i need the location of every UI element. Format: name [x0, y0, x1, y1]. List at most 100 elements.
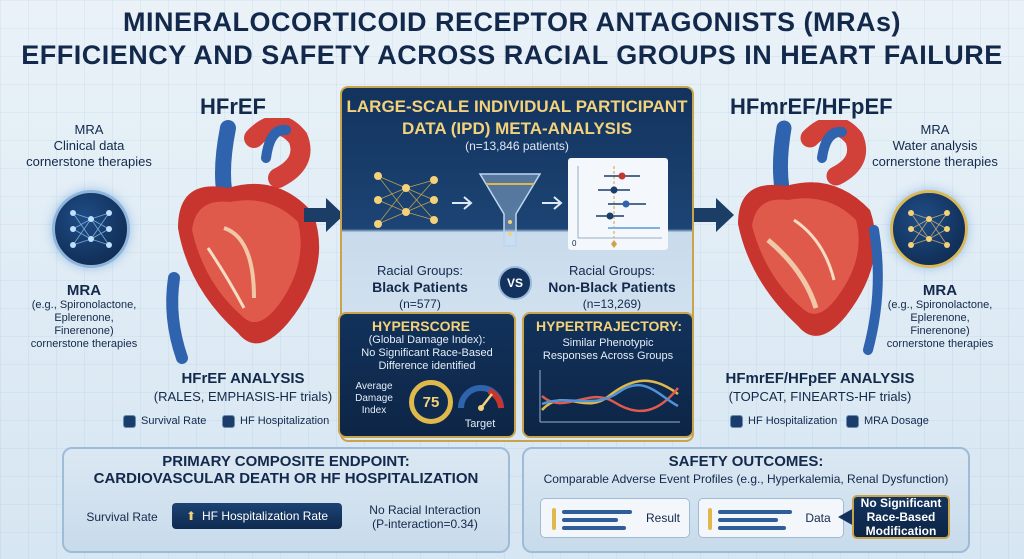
data-bar-1 [718, 510, 792, 514]
interaction-line-1: No Racial Interaction [369, 503, 481, 517]
hyperscore-subtitle: (Global Damage Index): [368, 334, 486, 346]
black-patients-group: Racial Groups: Black Patients (n=577) [352, 262, 488, 313]
forest-axis-zero: 0 [572, 239, 577, 248]
right-heart-illustration [738, 120, 883, 355]
left-heart-illustration [166, 118, 320, 364]
result-bar-3 [562, 526, 626, 530]
center-heading-line-2: DATA (IPD) META-ANALYSIS [401, 119, 633, 138]
adi-label-1: Average [355, 381, 393, 392]
forest-plot-graphic [577, 166, 662, 248]
badge-line-1: No Significant [860, 496, 942, 510]
data-label: Data [805, 511, 831, 525]
non-black-group-name: Non-Black Patients [548, 279, 676, 295]
right-mra-example-1: (e.g., Spironolactone, [887, 299, 993, 311]
hyperscore-desc-1: No Significant Race-Based [361, 347, 493, 359]
left-top-labels: MRA Clinical data cornerstone therapies [4, 122, 174, 170]
primary-endpoint-panel [62, 447, 510, 553]
data-bar-2 [718, 518, 778, 522]
hfmref-heading: HFmrEF/HFpEF [730, 94, 893, 119]
badge-pointer-icon [838, 508, 854, 526]
center-arrow-1-icon [452, 196, 473, 210]
primary-endpoint-title: PRIMARY COMPOSITE ENDPOINT: CARDIOVASCUL… [62, 453, 510, 487]
right-top-label-1: MRA [920, 122, 950, 137]
left-top-label-2: Clinical data [53, 138, 125, 153]
gauge-icon [458, 385, 504, 411]
right-chip-dosage: MRA Dosage [864, 415, 929, 427]
right-hospital-icon [730, 415, 743, 428]
right-top-label-2: Water analysis [892, 138, 978, 153]
neural-network-graphic [70, 210, 112, 248]
result-bar-1 [562, 510, 632, 514]
right-mra-footer: cornerstone therapies [886, 338, 994, 350]
left-mra-footer: cornerstone therapies [30, 338, 138, 350]
pill-label: HF Hospitalization Rate [202, 509, 329, 523]
safety-subtitle: Comparable Adverse Event Profiles (e.g.,… [543, 472, 949, 486]
hypertrajectory-desc-2: Responses Across Groups [542, 350, 674, 362]
left-analysis-title: HFrEF ANALYSIS [181, 370, 305, 387]
right-top-label-3: cornerstone therapies [872, 154, 998, 169]
non-black-group-n: (n=13,269) [582, 297, 642, 311]
right-mra-example-2: Eplerenone, [910, 312, 970, 324]
right-analysis-trials: (TOPCAT, FINEARTS-HF trials) [728, 389, 912, 404]
non-black-group-label: Racial Groups: [569, 263, 655, 278]
right-mra-example-3: Finerenone) [910, 325, 970, 337]
center-heading-line-1: LARGE-SCALE INDIVIDUAL PARTICIPANT [346, 97, 688, 116]
non-black-patients-group: Racial Groups: Non-Black Patients (n=13,… [536, 262, 688, 313]
left-mra-title: MRA [66, 282, 102, 299]
badge-line-2: Race-Based [866, 510, 936, 524]
left-arrow-icon [304, 198, 344, 232]
center-arrow-2-icon [542, 196, 563, 210]
black-group-n: (n=577) [399, 297, 441, 311]
right-analysis: HFmrEF/HFpEF ANALYSIS (TOPCAT, FINEARTS-… [702, 370, 938, 404]
black-group-name: Black Patients [372, 279, 468, 295]
right-neural-network-icon [890, 190, 968, 268]
right-top-labels: MRA Water analysis cornerstone therapies [850, 122, 1020, 170]
right-arrow-icon [694, 198, 734, 232]
result-label: Result [645, 511, 680, 525]
center-patients: (n=13,846 patients) [465, 139, 569, 153]
title-line-2: EFFICIENCY AND SAFETY ACROSS RACIAL GROU… [21, 40, 1003, 70]
average-damage-index-label: Average Damage Index [342, 381, 406, 417]
black-group-label: Racial Groups: [377, 263, 463, 278]
left-mra-block: MRA (e.g., Spironolactone, Eplerenone, F… [4, 282, 164, 351]
right-analysis-title: HFmrEF/HFpEF ANALYSIS [725, 370, 915, 387]
left-chip-survival: Survival Rate [141, 415, 207, 427]
left-mra-example-1: (e.g., Spironolactone, [31, 299, 137, 311]
interaction-line-2: (P-interaction=0.34) [372, 517, 478, 531]
neural-network-icon [52, 190, 130, 268]
hyperscore-desc-2: Difference identified [378, 360, 476, 372]
endpoint-title-line-2: CARDIOVASCULAR DEATH OR HF HOSPITALIZATI… [93, 470, 479, 487]
adi-label-3: Index [361, 405, 387, 416]
left-mra-example-2: Eplerenone, [54, 312, 114, 324]
hf-hospitalization-rate-pill: ⬆ HF Hospitalization Rate [172, 503, 342, 529]
left-analysis-trials: (RALES, EMPHASIS-HF trials) [153, 389, 333, 404]
adi-label-2: Damage [355, 393, 393, 404]
left-mra-example-3: Finerenone) [54, 325, 114, 337]
dosage-icon [846, 415, 859, 428]
right-chip-hospitalization: HF Hospitalization [748, 415, 838, 427]
forest-plot [568, 158, 668, 250]
hypertrajectory-desc-1: Similar Phenotypic [562, 337, 654, 349]
result-accent-bar [552, 508, 556, 530]
up-arrow-icon: ⬆ [185, 509, 196, 523]
hospital-icon [222, 415, 235, 428]
left-top-label-1: MRA [74, 122, 104, 137]
right-mra-block: MRA (e.g., Spironolactone, Eplerenone, F… [860, 282, 1020, 351]
right-mra-title: MRA [922, 282, 958, 299]
survival-rate-label: Survival Rate [86, 510, 158, 524]
main-title: MINERALOCORTICOID RECEPTOR ANTAGONISTS (… [0, 6, 1024, 72]
left-top-label-3: cornerstone therapies [26, 154, 152, 169]
hypertrajectory-card [522, 312, 694, 438]
trajectory-lines-graphic [539, 370, 680, 423]
left-analysis: HFrEF ANALYSIS (RALES, EMPHASIS-HF trial… [150, 370, 336, 404]
vs-badge: VS [498, 266, 532, 300]
target-label: Target [464, 418, 496, 430]
hypertrajectory-title: HYPERTRAJECTORY: [536, 318, 682, 334]
hyperscore-title: HYPERSCORE [372, 318, 471, 334]
center-network-icon [374, 172, 438, 228]
funnel-icon [478, 173, 542, 247]
no-significant-modification-badge: No Significant Race-Based Modification [852, 495, 950, 539]
data-bar-3 [718, 526, 786, 530]
left-chip-hospitalization: HF Hospitalization [240, 415, 330, 427]
center-heading: LARGE-SCALE INDIVIDUAL PARTICIPANT DATA … [340, 96, 694, 140]
